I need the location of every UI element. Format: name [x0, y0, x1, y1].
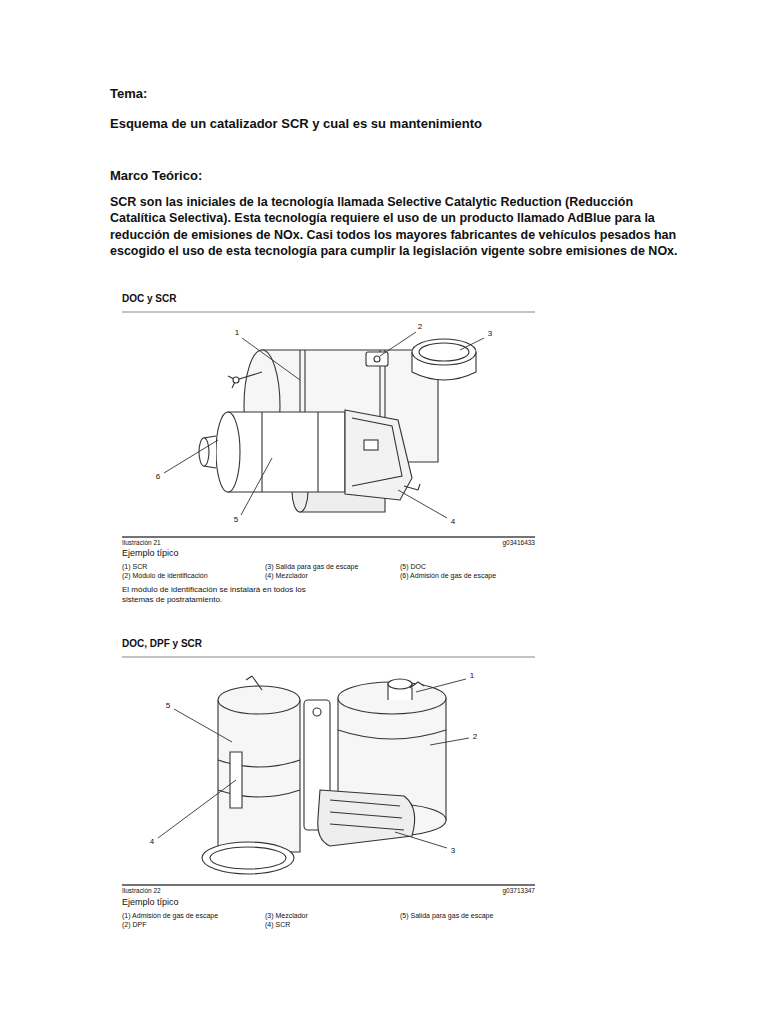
- rule: [122, 311, 535, 312]
- figure-number: Ilustración 22: [122, 887, 242, 895]
- page-title: Tema:: [110, 86, 410, 103]
- outlet-pipe: [202, 842, 294, 874]
- mixer: [304, 700, 415, 846]
- callout-number: 1: [234, 329, 240, 337]
- inlet-nozzle: [199, 436, 216, 468]
- sensor: [228, 372, 262, 388]
- mixer: [345, 410, 420, 500]
- callout-number: 1: [469, 672, 475, 680]
- callout-number: 3: [487, 330, 493, 338]
- leader-line: [158, 679, 469, 848]
- section-heading: Marco Teórico:: [110, 168, 410, 185]
- legend-text: (5) Salida para gas de escape: [400, 911, 535, 920]
- figure-caption: Ejemplo típico: [122, 548, 322, 560]
- legend-text: (4) SCR: [265, 920, 400, 929]
- callout-number: 5: [165, 702, 171, 710]
- figure-code: g03713347: [470, 887, 535, 895]
- sensor: [246, 676, 262, 690]
- legend-text: (2) Módulo de identificación: [122, 571, 262, 580]
- callout-number: 5: [233, 516, 239, 524]
- figure-number: Ilustración 21: [122, 539, 242, 547]
- callout-number: 3: [450, 847, 456, 855]
- callout-number: 6: [155, 473, 161, 481]
- subject-line: Esquema de un catalizador SCR y cual es …: [110, 116, 690, 133]
- figure-code: g03416433: [470, 539, 535, 547]
- figure-note: El módulo de identificación se instalará…: [122, 585, 327, 606]
- id-module: [366, 352, 388, 366]
- rule: [122, 536, 535, 538]
- legend-text: (3) Mezclador: [265, 911, 400, 920]
- legend-text: (5) DOC: [400, 562, 535, 571]
- callout-number: 4: [149, 838, 155, 846]
- callout-number: 2: [472, 733, 478, 741]
- leader-line: [164, 332, 484, 518]
- callout-number: 2: [417, 323, 423, 331]
- scr-cylinder: [218, 686, 300, 852]
- doc-cylinder: [216, 412, 345, 492]
- legend-text: (6) Admisión de gas de escape: [400, 571, 535, 580]
- legend-text: (2) DPF: [122, 920, 262, 929]
- callout-number: 4: [450, 518, 456, 526]
- rule: [122, 656, 535, 657]
- outlet-pipe: [412, 339, 476, 380]
- figure-caption: Ejemplo típico: [122, 897, 322, 909]
- legend-text: (1) SCR: [122, 562, 262, 571]
- figure-heading: DOC y SCR: [122, 292, 422, 305]
- inlet-pipe: [388, 679, 424, 700]
- legend-text: (1) Admisión de gas de escape: [122, 911, 262, 920]
- rule: [122, 884, 535, 886]
- legend-text: (4) Mezclador: [265, 571, 400, 580]
- legend-text: (3) Salida para gas de escape: [265, 562, 400, 571]
- body-paragraph: SCR son las iniciales de la tecnología l…: [110, 194, 682, 259]
- figure-heading: DOC, DPF y SCR: [122, 637, 422, 650]
